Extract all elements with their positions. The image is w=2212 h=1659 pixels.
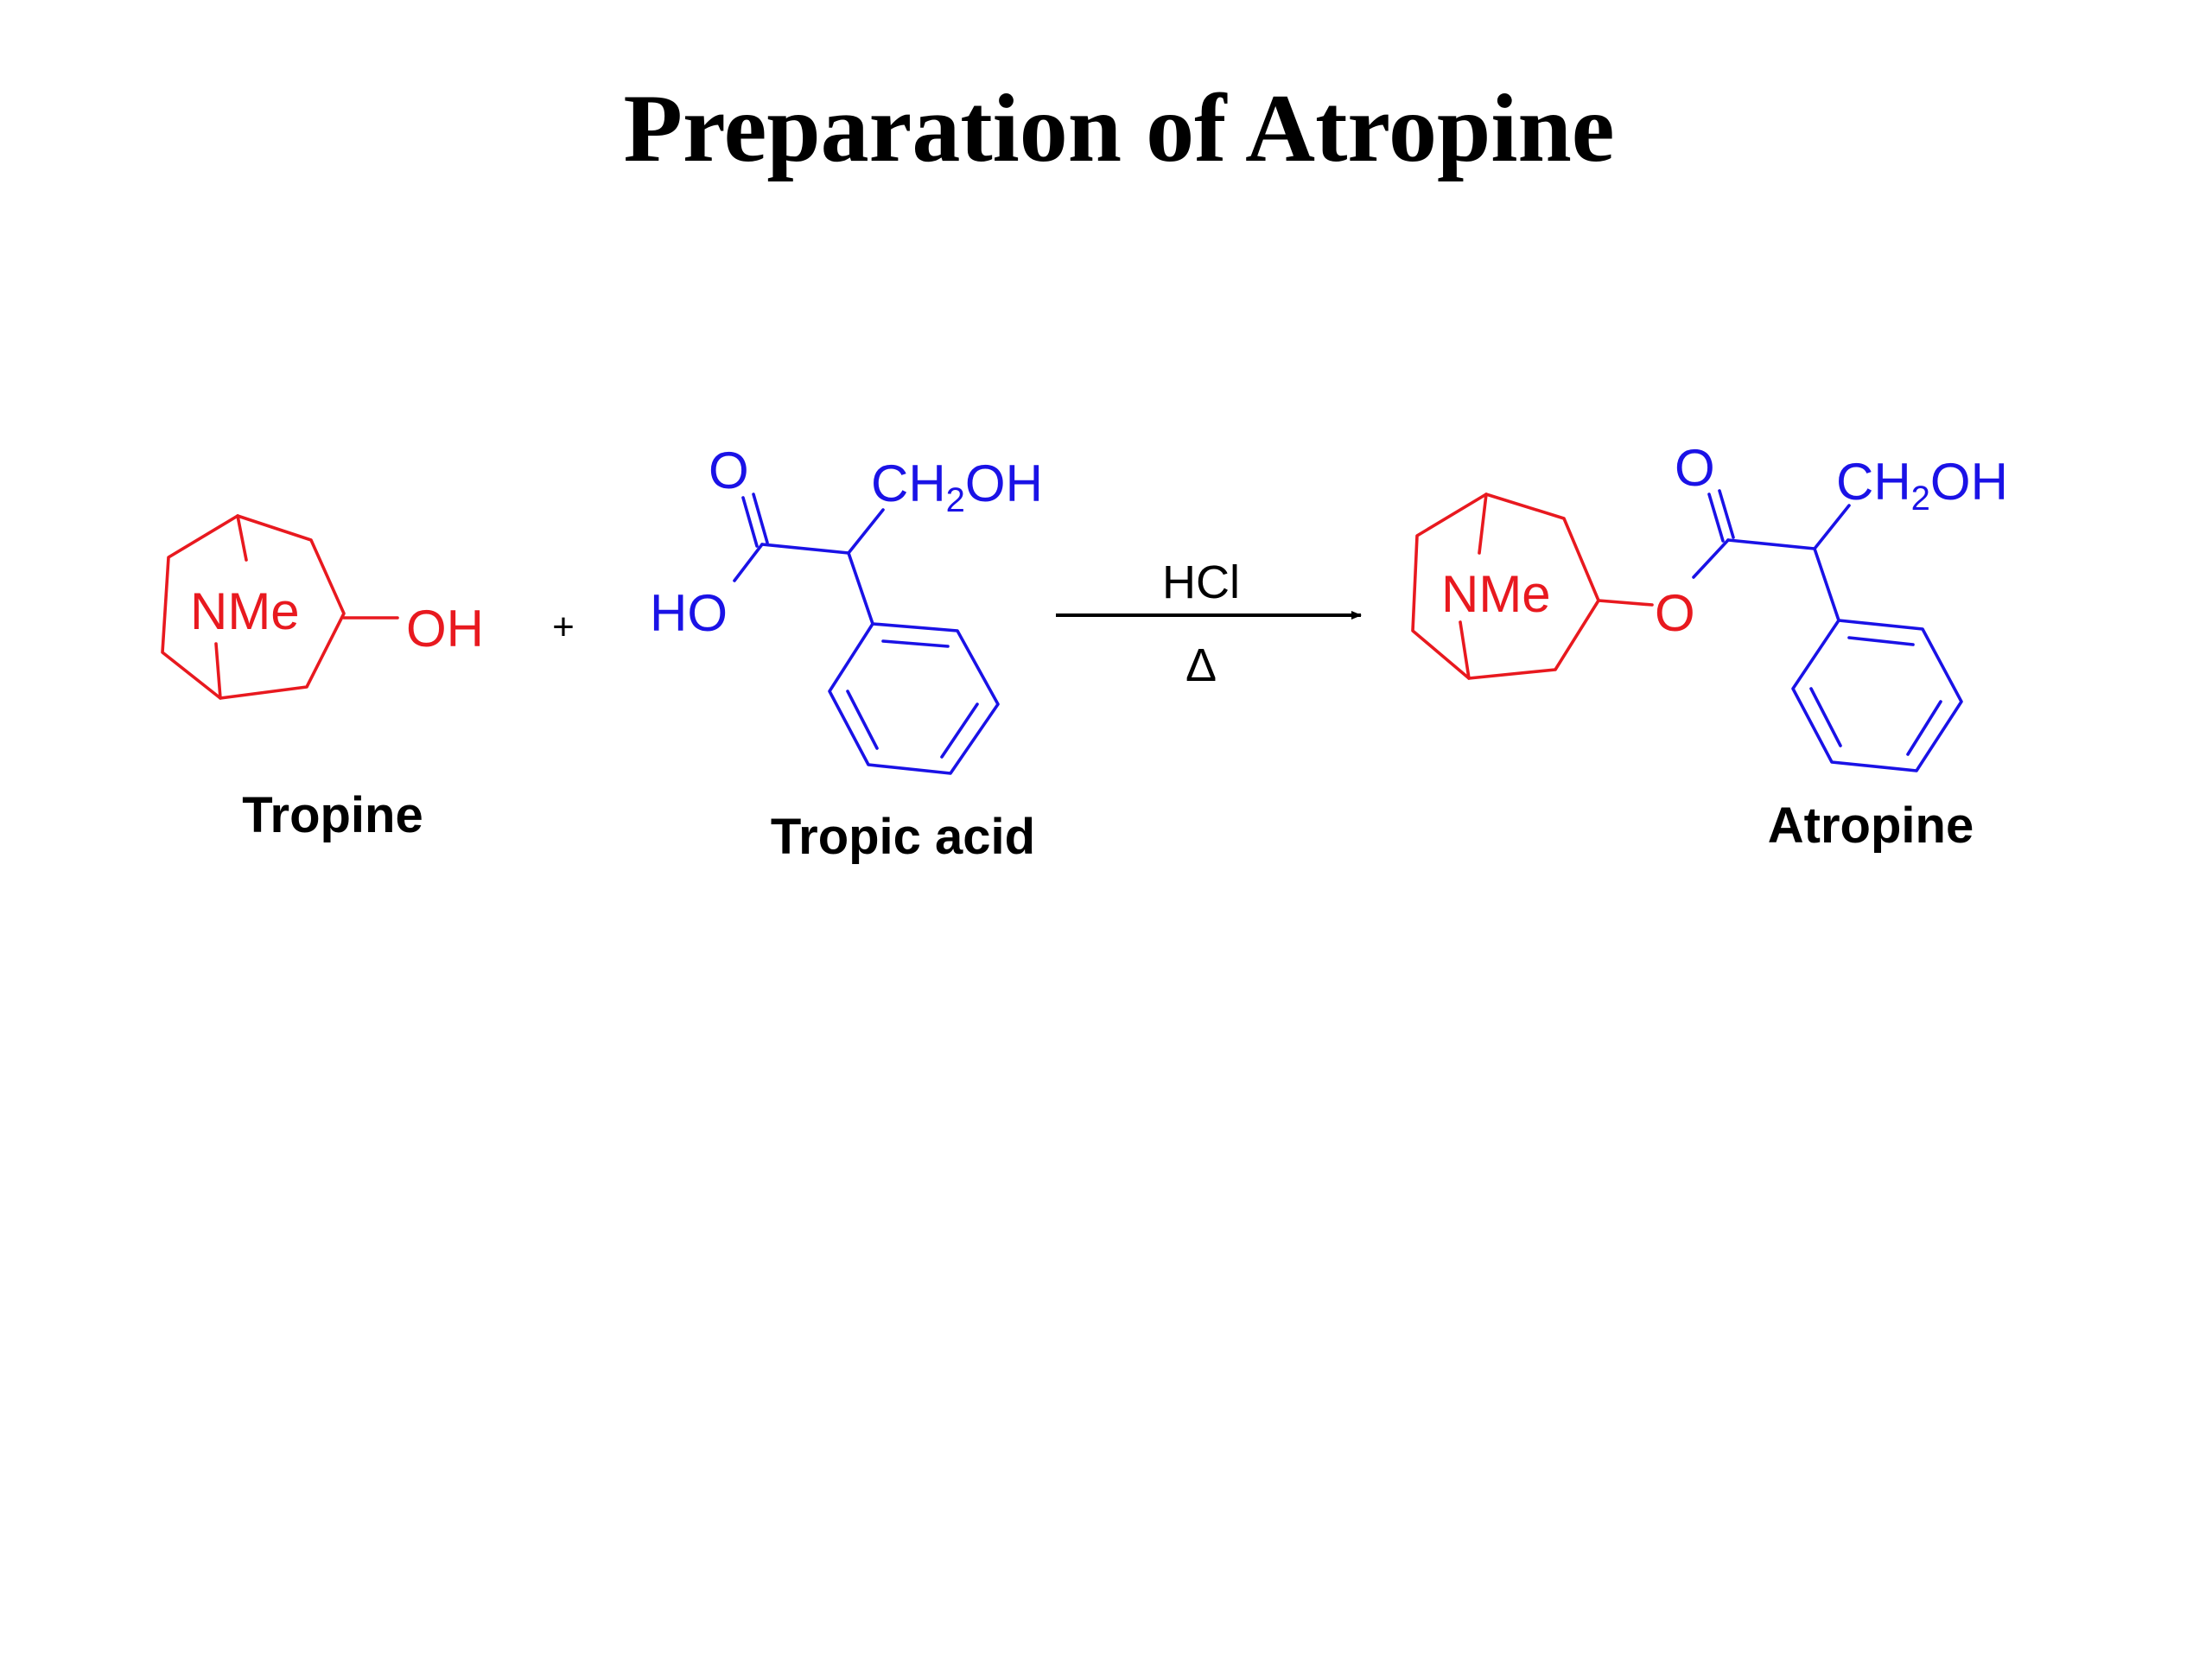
- condition-label: Δ: [1185, 639, 1217, 691]
- tropic-acid-benzene-inner-3: [846, 690, 879, 750]
- tropic-acid-ch2oh-label: CH2OH: [871, 454, 1043, 519]
- tropic-acid-name: Tropic acid: [771, 809, 1035, 865]
- tropic-acid-benzene-ring: [828, 622, 1000, 775]
- tropic-acid-ca-ch2-bond: [847, 508, 885, 555]
- atropine-benzene-ring: [1791, 619, 1963, 772]
- tropic-acid-ho-label: HO: [650, 584, 728, 642]
- tropine-ring-bonds: [161, 514, 346, 700]
- atropine-bridge-bottom: [1459, 620, 1471, 680]
- tropine-structure: NMe OH Tropine: [161, 514, 484, 843]
- reaction-arrow-group: HCl Δ: [1056, 556, 1362, 691]
- tropic-acid-ca-ph-bond: [847, 551, 874, 626]
- atropine-ca-ph-bond: [1813, 547, 1840, 622]
- tropine-oh-label: OH: [406, 600, 484, 658]
- tropic-acid-carbonyl-o-label: O: [709, 442, 749, 499]
- atropine-bridge-top: [1478, 493, 1488, 555]
- atropine-benzene-inner-1: [1847, 636, 1915, 646]
- tropine-bridge-top: [236, 514, 248, 562]
- page-title: Preparation of Atropine: [623, 75, 1615, 182]
- atropine-benzene-inner-3: [1809, 687, 1842, 747]
- atropine-o-c-bond: [1692, 538, 1730, 579]
- atropine-ca-ch2-bond: [1813, 504, 1851, 550]
- atropine-nme-label: NMe: [1441, 565, 1551, 623]
- atropine-structure: NMe O O CH2OH Atropine: [1411, 439, 2008, 854]
- atropine-name: Atropine: [1768, 798, 1974, 854]
- tropic-acid-benzene-inner-2: [940, 702, 979, 759]
- tropic-acid-c-ca-bond: [760, 543, 850, 555]
- tropine-name: Tropine: [242, 787, 423, 843]
- atropine-ring-bonds: [1411, 493, 1600, 680]
- tropic-acid-benzene-inner-1: [881, 639, 950, 648]
- tropic-acid-structure: O HO CH2OH Tropic acid: [650, 442, 1043, 865]
- atropine-carbonyl-o-label: O: [1675, 439, 1715, 497]
- tropine-bridge-bottom: [214, 642, 222, 700]
- atropine-co-bond-2: [1707, 493, 1725, 543]
- atropine-benzene-inner-2: [1906, 700, 1942, 756]
- reagent-label: HCl: [1162, 556, 1240, 608]
- tropic-acid-co-bond-1: [752, 493, 769, 544]
- atropine-ester-o-label: O: [1655, 584, 1695, 642]
- tropic-acid-co-bond-2: [741, 496, 759, 548]
- tropine-nme-label: NMe: [190, 582, 300, 640]
- atropine-co-bond-1: [1718, 489, 1735, 539]
- atropine-ch2oh-label: CH2OH: [1836, 453, 2008, 518]
- tropic-acid-c-oh-bond: [733, 543, 764, 582]
- atropine-o-bond: [1597, 599, 1654, 607]
- atropine-c-ca-bond: [1726, 538, 1816, 550]
- plus-sign: +: [552, 606, 575, 648]
